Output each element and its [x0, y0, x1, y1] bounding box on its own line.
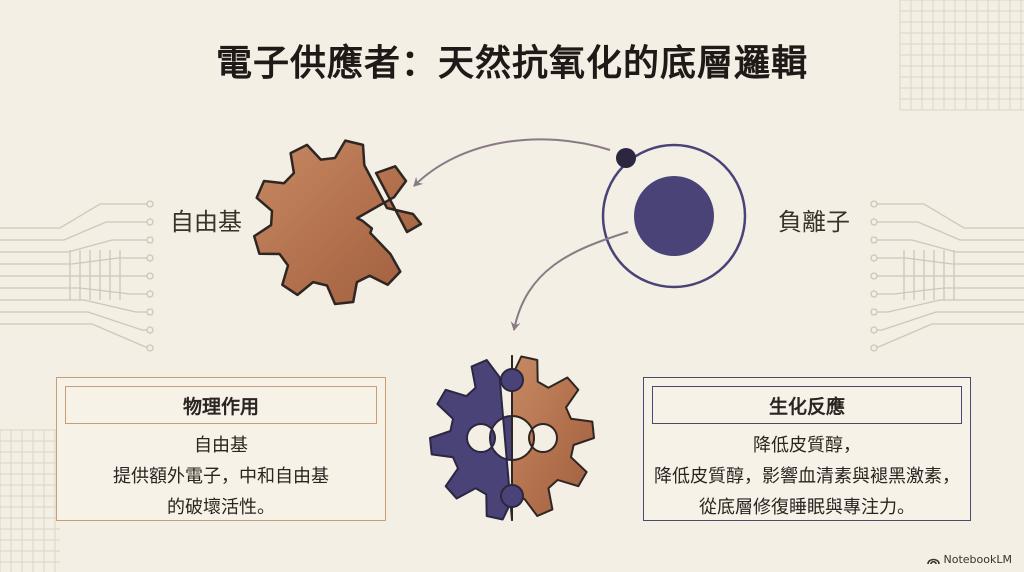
circuit-right-decoration: [870, 200, 1024, 352]
biochemical-reaction-panel: 生化反應 降低皮質醇， 降低皮質醇，影響血清素與褪黑激素， 從底層修復睡眠與專注…: [643, 377, 971, 521]
meshed-gears-icon: [429, 355, 595, 521]
anion-label: 負離子: [778, 208, 850, 236]
notebooklm-logo-icon: [926, 558, 940, 564]
arrow-to-gears: [510, 231, 629, 331]
biochemical-reaction-text: 降低皮質醇， 降低皮質醇，影響血清素與褪黑激素， 從底層修復睡眠與專注力。: [654, 435, 960, 518]
arrow-to-free-radical: [413, 138, 611, 187]
page-title: 電子供應者：天然抗氧化的底層邏輯: [215, 42, 808, 84]
free-radical-gear-icon: [252, 139, 423, 306]
physical-action-text: 自由基 提供額外電子，中和自由基 的破壞活性。: [113, 435, 329, 518]
physical-action-heading: 物理作用: [65, 386, 377, 424]
anion-atom-icon: [601, 143, 747, 289]
brand-watermark: NotebookLM: [926, 553, 1012, 566]
free-radical-label: 自由基: [170, 208, 242, 236]
biochemical-reaction-heading: 生化反應: [652, 386, 962, 424]
circuit-left-decoration: [0, 200, 154, 352]
physical-action-panel: 物理作用 自由基 提供額外電子，中和自由基 的破壞活性。: [56, 377, 386, 521]
